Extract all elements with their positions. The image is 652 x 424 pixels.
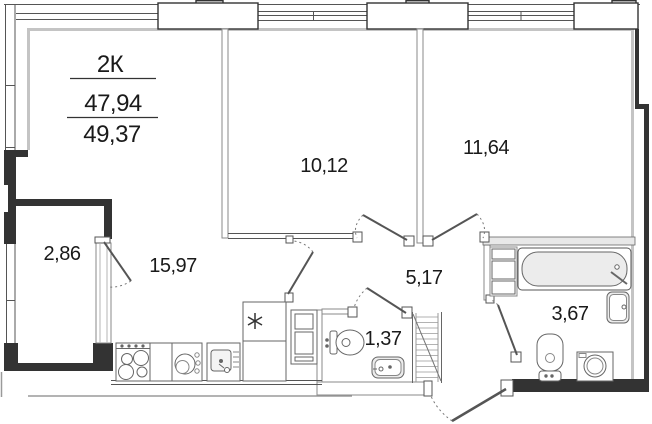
door-jambs — [94, 231, 522, 397]
kitchen-cabinet — [149, 342, 173, 382]
wc-toilet — [325, 329, 365, 356]
interior-wall-inner-lines — [99, 244, 108, 343]
room-label-bathroom: 3,67 — [552, 303, 589, 325]
wc-fixtures — [325, 329, 405, 379]
exterior-walls — [4, 29, 649, 392]
room-label-kitchen-living: 15,97 — [149, 255, 197, 277]
apartment-type-label: 2К — [97, 51, 124, 78]
room-label-loggia: 2,86 — [44, 243, 81, 265]
washing-machine — [171, 342, 203, 382]
door-wc — [353, 287, 407, 314]
bath-sink — [606, 291, 630, 324]
door-bedroom-1 — [355, 214, 408, 241]
bathroom-fixtures — [489, 246, 632, 382]
fridge — [242, 301, 287, 342]
interior-wall-faces — [27, 28, 634, 379]
room-label-wc: 1,37 — [365, 328, 402, 350]
bath-toilet — [536, 333, 564, 382]
wc-sink — [371, 356, 405, 379]
interior-walls — [95, 28, 491, 396]
kitchen-fixtures — [115, 301, 318, 382]
room-label-bedroom-2: 11,64 — [463, 137, 509, 159]
door-bathroom — [490, 299, 518, 356]
wall-notch — [2, 185, 8, 212]
bathtub — [517, 247, 632, 291]
bathroom-top-wall — [482, 236, 636, 246]
area-living-value: 47,94 — [84, 90, 142, 117]
bath-washing-machine — [576, 351, 614, 382]
room-label-hallway: 5,17 — [406, 267, 443, 289]
stove — [115, 342, 151, 382]
door-entrance — [430, 387, 507, 423]
bath-cabinet — [489, 246, 518, 297]
kitchen-sink — [206, 342, 241, 382]
doors — [103, 213, 518, 423]
room-label-bedroom-1: 10,12 — [300, 155, 348, 177]
room-labels: 10,12 11,64 2,86 15,97 5,17 1,37 3,67 — [44, 137, 590, 350]
fridge-snowflake-icon — [247, 313, 263, 329]
wardrobe — [412, 312, 442, 383]
kitchen-lower-cabinet — [242, 340, 287, 382]
door-bedroom-2 — [431, 213, 485, 241]
door-kitchen — [287, 240, 314, 295]
windows — [4, 4, 640, 343]
area-total-value: 49,37 — [83, 121, 141, 148]
tall-cabinet — [290, 309, 318, 365]
title-block: 2К 47,94 49,37 — [67, 51, 158, 148]
door-loggia — [103, 241, 132, 288]
building-edge-lines — [0, 372, 352, 397]
wall-piers — [157, 0, 639, 30]
